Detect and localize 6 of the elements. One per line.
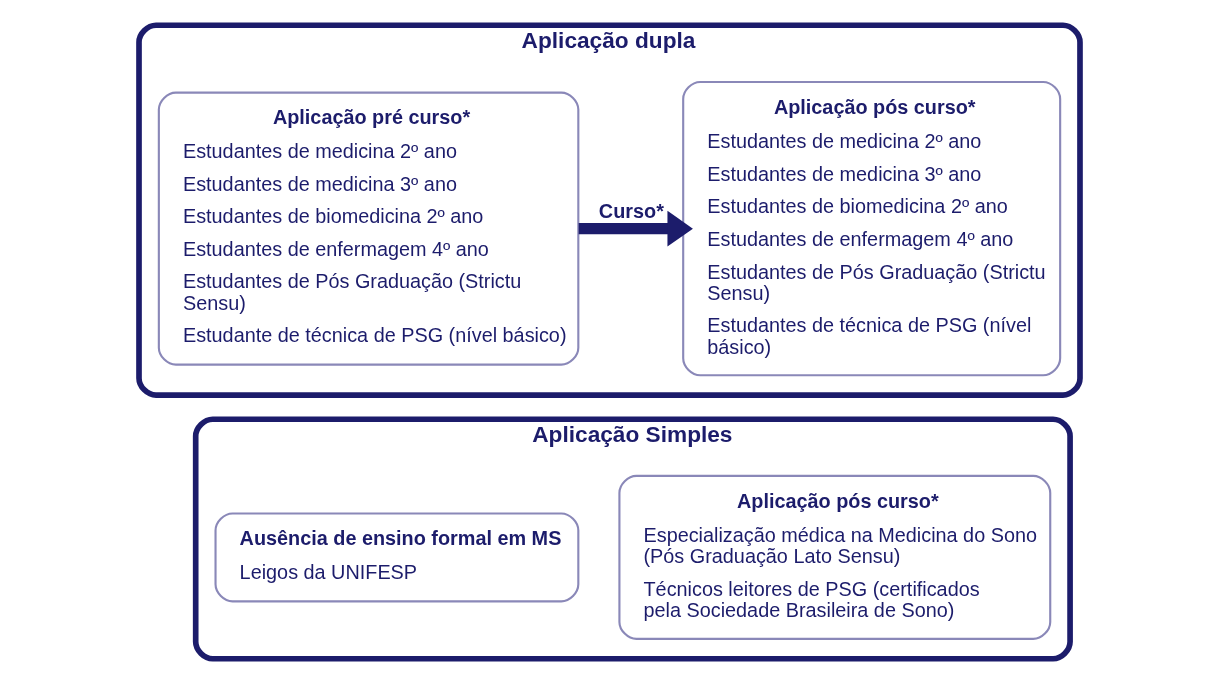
node-box: Aplicação pós curso* Especialização médica na Medicina do Sono (Pós Graduação Lato Sensu) Técnicos leitores de PSG (certificados pela Sociedade Brasileira de Sono): [618, 474, 1052, 640]
node-box: Aplicação pós curso* Estudantes de medicina 2º ano Estudantes de medicina 3º ano Estudantes de biomedicina 2º ano Estudantes de enfermagem 4º ano Estudantes de Pós Graduação (Strictu Sensu) Estudantes de técnica de PSG (nível básico): [682, 80, 1062, 377]
node-box: Ausência de ensino formal em MS Leigos da UNIFESP: [214, 512, 580, 603]
arrow: [578, 210, 693, 247]
edge-label: Curso*: [598, 199, 664, 222]
node-box: Aplicação pré curso* Estudantes de medicina 2º ano Estudantes de medicina 3º ano Estudantes de biomedicina 2º ano Estudantes de enfermagem 4º ano Estudantes de Pós Graduação (Strictu Sensu) Estudante de técnica de PSG (nível básico): [157, 91, 580, 366]
